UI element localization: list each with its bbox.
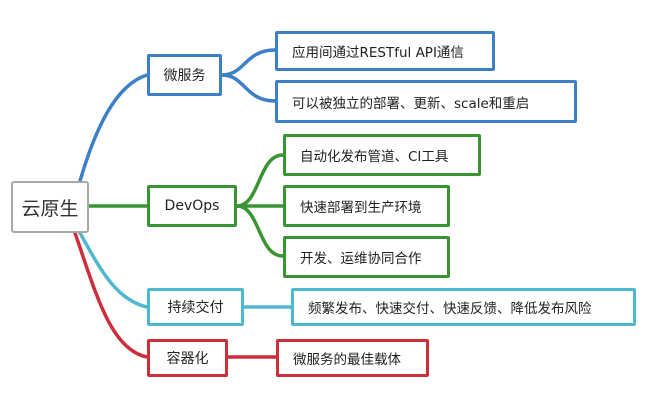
branch-node-continuous-delivery: 持续交付 (147, 288, 244, 326)
connector-microservices-leaf-2 (220, 73, 277, 103)
connector-root-continuous-delivery (78, 231, 149, 309)
leaf-node-independent-deploy: 可以被独立的部署、更新、scale和重启 (275, 80, 577, 123)
leaf-node-rapid-deploy: 快速部署到生产环境 (283, 185, 450, 227)
connector-root-containerization (73, 231, 149, 359)
leaf-node-best-carrier: 微服务的最佳载体 (276, 339, 429, 377)
branch-node-containerization: 容器化 (147, 339, 228, 377)
connector-devops-leaf-1 (235, 153, 285, 208)
leaf-node-dev-ops-collaboration: 开发、运维协同合作 (283, 236, 450, 278)
branch-node-microservices: 微服务 (147, 54, 222, 96)
connector-microservices-leaf-1 (220, 48, 277, 77)
connector-root-microservices (78, 73, 149, 183)
connector-devops-leaf-3 (235, 204, 285, 258)
leaf-node-restful-api: 应用间通过RESTful API通信 (275, 31, 495, 71)
leaf-node-automated-pipeline: 自动化发布管道、CI工具 (283, 134, 481, 176)
root-node-cloud-native: 云原生 (11, 181, 89, 233)
branch-node-devops: DevOps (147, 185, 237, 227)
leaf-node-frequent-release: 频繁发布、快速交付、快速反馈、降低发布风险 (291, 288, 636, 326)
